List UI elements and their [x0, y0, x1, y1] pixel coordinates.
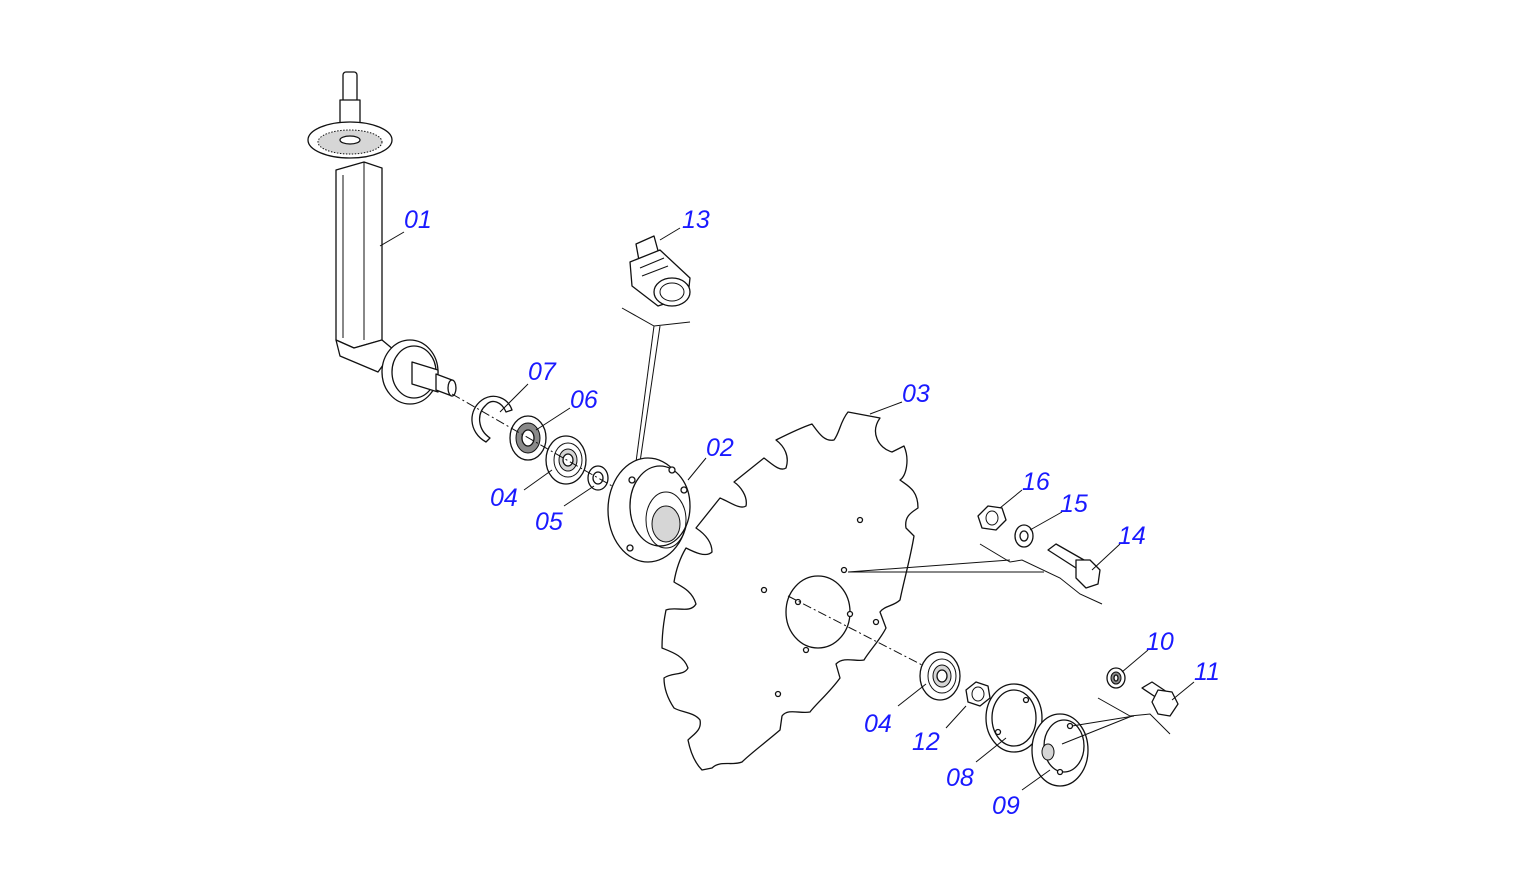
callout-07: 07	[528, 358, 557, 386]
callout-12: 12	[912, 728, 940, 756]
callout-01: 01	[404, 206, 432, 234]
callout-15: 15	[1060, 490, 1088, 518]
callout-02: 02	[706, 434, 734, 462]
callout-03: 03	[902, 380, 930, 408]
end-cap-part	[1031, 713, 1089, 787]
axis-line-upper	[451, 393, 613, 487]
gasket-part	[985, 683, 1043, 753]
callout-14: 14	[1118, 522, 1146, 550]
shaft-arm-part	[307, 71, 457, 405]
spacer-ring-part	[587, 465, 609, 491]
callout-08: 08	[946, 764, 974, 792]
cap-break-leader	[621, 307, 691, 463]
hex-nut-part	[977, 505, 1007, 531]
callout-leaders	[379, 227, 1195, 791]
callout-04-upper: 04	[490, 484, 518, 512]
grease-cap-part	[629, 235, 691, 307]
notched-disc-part	[661, 411, 925, 771]
washer-part	[1014, 524, 1034, 548]
circlip-part	[471, 395, 513, 443]
callout-10: 10	[1146, 628, 1174, 656]
callout-09: 09	[992, 792, 1020, 820]
cap-screw-part	[1141, 681, 1179, 717]
screw-break-leader	[1061, 697, 1171, 745]
callout-05: 05	[535, 508, 563, 536]
callout-06: 06	[570, 386, 598, 414]
bearing-lower-part	[919, 651, 961, 701]
callout-11: 11	[1194, 658, 1220, 686]
small-washer-part	[1106, 667, 1126, 689]
callout-13: 13	[682, 206, 710, 234]
callout-04-lower: 04	[864, 710, 892, 738]
callout-16: 16	[1022, 468, 1050, 496]
bolt-part	[1047, 543, 1101, 589]
nut-part	[965, 681, 991, 707]
hub-part	[607, 457, 691, 563]
bolt-break-leader	[847, 543, 1103, 605]
callout-labels: 01 13 07 06 02 03 04 05 16 15 14 10 11 0…	[404, 206, 1220, 820]
